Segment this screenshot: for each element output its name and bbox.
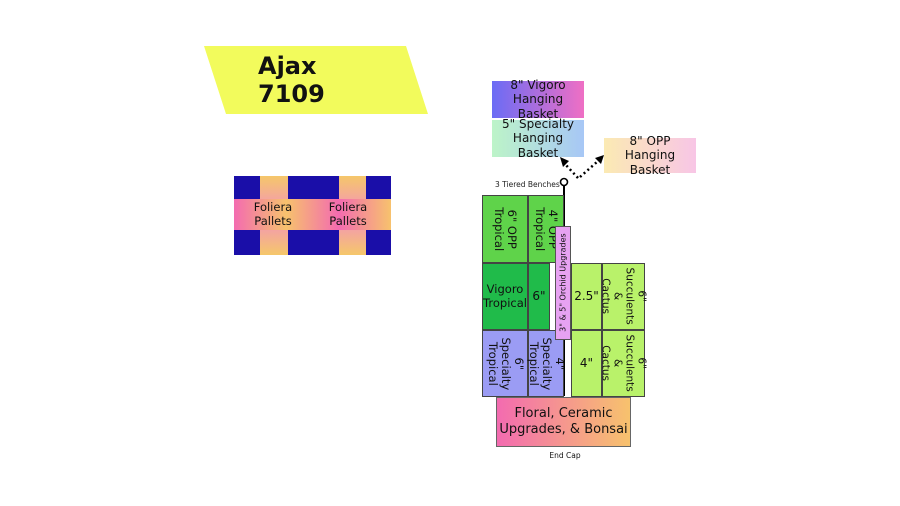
pallet-tile — [288, 230, 312, 255]
bench-4in-specialty-tropical: 4" Specialty Tropical — [526, 330, 567, 397]
vigoro-hanging-basket: 8" Vigoro Hanging Basket — [492, 78, 584, 121]
foliera-label-right: Foliera Pallets — [328, 200, 368, 228]
bench-6in-succulents-cactus-bottom: 6" Succulents & Cactus — [599, 330, 648, 397]
bench-6in: 6" — [528, 263, 550, 330]
bench-4in: 4" — [571, 330, 602, 397]
pallet-tile — [312, 176, 339, 199]
bench-label: 6" Specialty Tropical — [485, 337, 526, 390]
bench-2-5in: 2.5" — [571, 263, 602, 330]
bench-label: 6" Succulents & Cactus — [599, 267, 648, 326]
page-title: Ajax 7109 — [258, 52, 325, 108]
end-cap-floral: Floral, Ceramic Upgrades, & Bonsai — [496, 397, 631, 447]
foliera-label-left: Foliera Pallets — [253, 200, 293, 228]
bench-vigoro-tropical: Vigoro Tropical — [482, 263, 528, 330]
pallet-tile — [366, 176, 391, 199]
pallet-tile — [234, 176, 260, 199]
pallet-tile — [312, 230, 339, 255]
tiered-benches-label: 3 Tiered Benches — [495, 180, 560, 189]
bench-label: 4" Specialty Tropical — [526, 337, 567, 390]
bench-label: 6" Succulents & Cactus — [599, 334, 648, 393]
pallet-tile — [234, 230, 260, 255]
orchid-upgrades-strip: 3" & 5" Orchid Upgrades — [555, 226, 571, 340]
bench-6in-succulents-cactus-top: 6" Succulents & Cactus — [599, 263, 648, 330]
bench-label: 3" & 5" Orchid Upgrades — [558, 233, 568, 333]
bench-6in-opp-tropical: 6" OPP Tropical — [482, 195, 528, 263]
specialty-hanging-basket: 5" Specialty Hanging Basket — [492, 117, 584, 160]
pallet-tile — [234, 199, 391, 230]
bench-6in-specialty-tropical: 6" Specialty Tropical — [482, 330, 528, 397]
foliera-pallets-block: Foliera Pallets Foliera Pallets — [234, 176, 391, 255]
bench-label: 6" OPP Tropical — [492, 207, 520, 251]
end-cap-label: End Cap — [549, 451, 581, 460]
pallet-tile — [288, 176, 312, 199]
opp-hanging-basket: 8" OPP Hanging Basket — [604, 134, 696, 177]
pallet-tile — [366, 230, 391, 255]
